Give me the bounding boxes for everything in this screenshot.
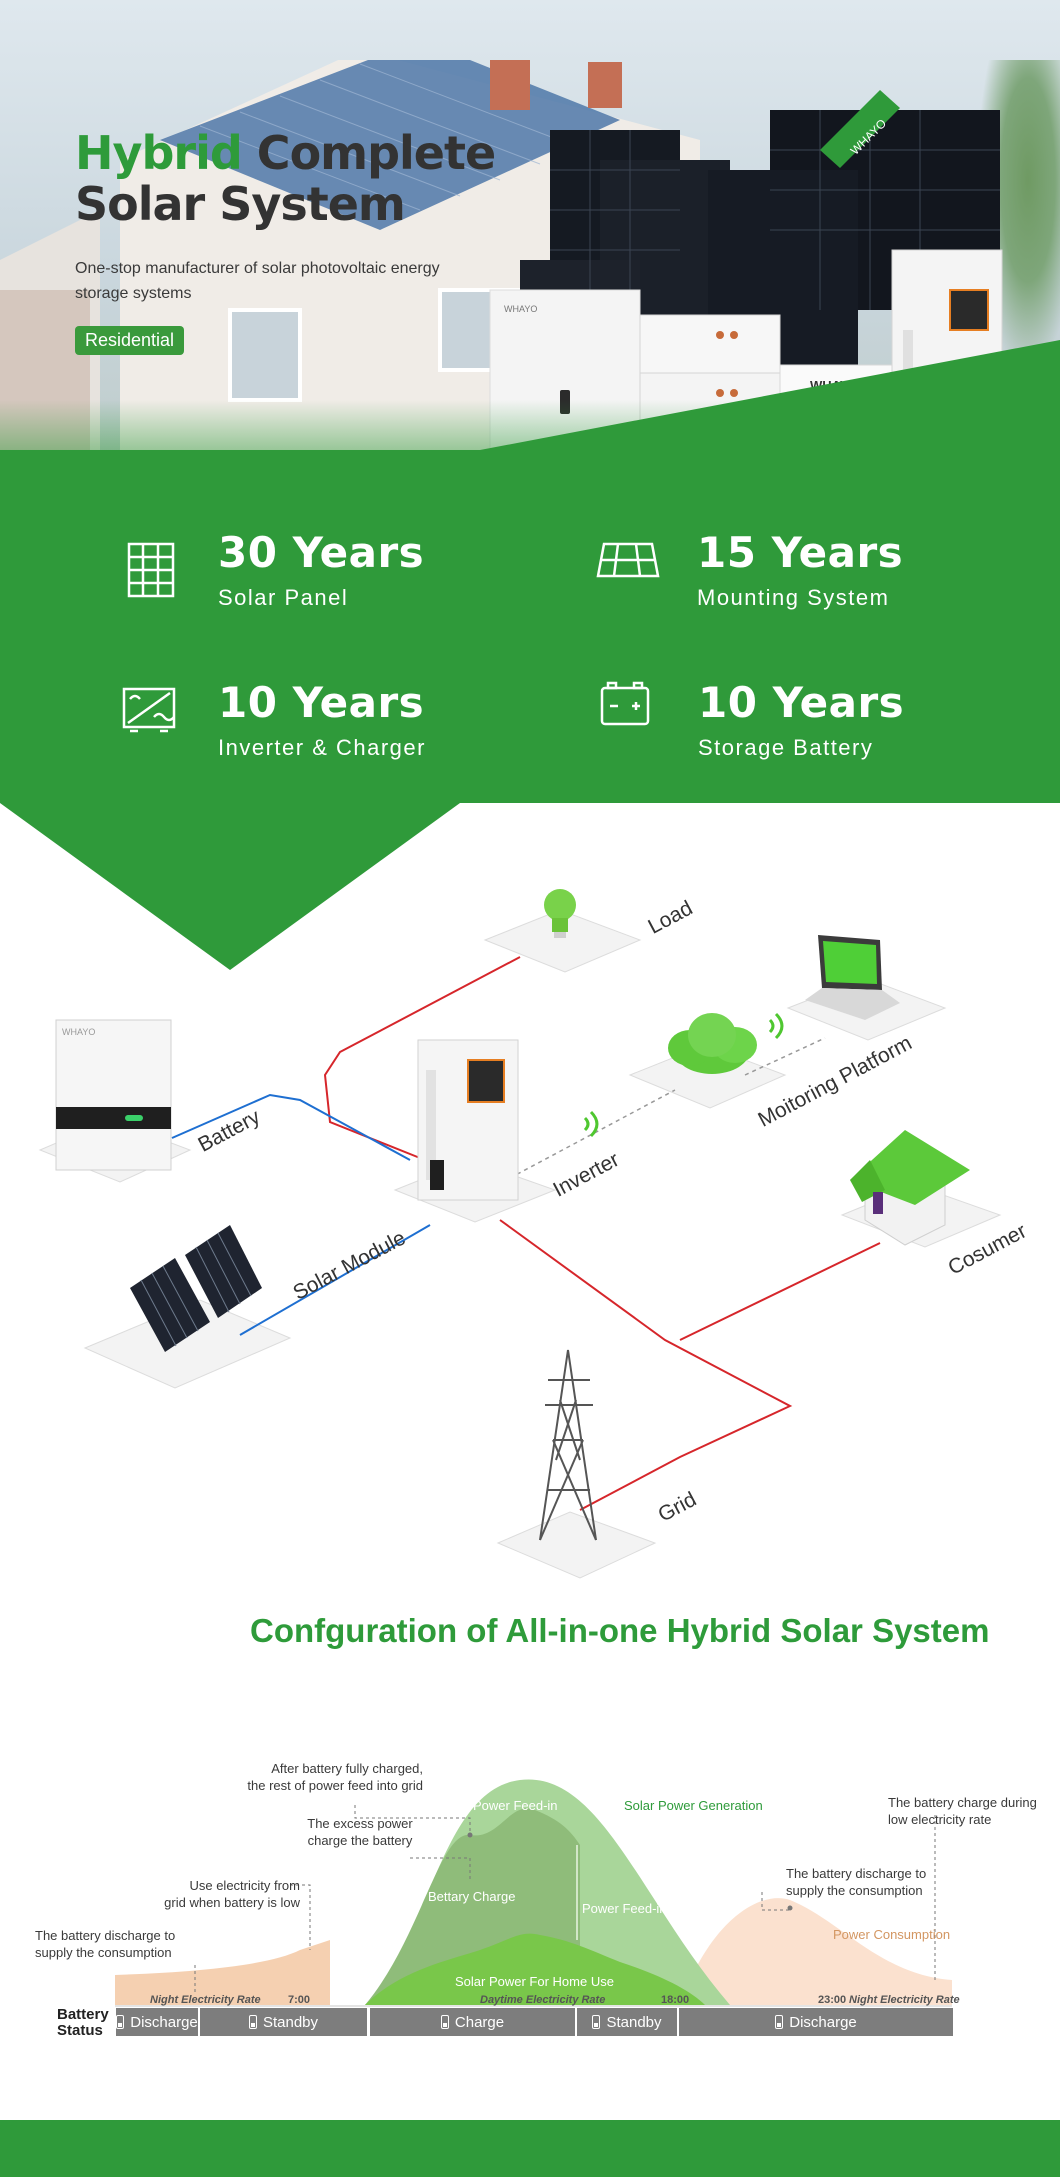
- hero-title-accent: Hybrid: [75, 126, 243, 180]
- energy-flow-chart: [115, 1779, 952, 2007]
- footer-band: [0, 2120, 1060, 2177]
- hero-section: Hybrid Complete Solar System One-stop ma…: [0, 0, 1060, 510]
- inverter-unit-image: [417, 1039, 519, 1201]
- label-time-700: 7:00: [288, 1994, 311, 2006]
- mounting-icon: [596, 542, 660, 578]
- status-text: Standby: [262, 2013, 319, 2031]
- chart-label-battery-charge: Bettary Charge: [428, 1889, 516, 1904]
- annotation-excess: The excess power charge the battery: [307, 1816, 413, 1848]
- stat-label: Mounting System: [697, 585, 890, 610]
- stat-label: Inverter & Charger: [218, 735, 426, 760]
- grid-tower-image: [539, 1349, 597, 1541]
- chart-label-feed-in-top: Power Feed-in: [473, 1798, 558, 1813]
- green-band-background: [0, 340, 1060, 970]
- annotation-pointers: [194, 1805, 936, 1995]
- label-time-2300: 23:00: [818, 1994, 847, 2006]
- stat-inverter-charger: 10 Years Inverter & Charger: [218, 678, 426, 761]
- hero-title: Hybrid Complete Solar System: [75, 126, 496, 231]
- solar-panel-icon: [127, 542, 175, 598]
- label-night-rate-right: Night Electricity Rate: [849, 1994, 960, 2006]
- label-night-rate-left: Night Electricity Rate: [150, 1994, 261, 2006]
- status-standby-right: Standby: [577, 2008, 677, 2036]
- consumer-house-image: [850, 1130, 970, 1246]
- load-bulb-icon: [544, 889, 576, 938]
- status-text: Discharge: [789, 2013, 857, 2031]
- consumption-area-right: [680, 1898, 952, 2005]
- battery-status-icon: [116, 2015, 125, 2029]
- stat-mounting-system: 15 Years Mounting System: [697, 528, 903, 611]
- annotation-discharge-right: The battery discharge to supply the cons…: [786, 1866, 927, 1898]
- consumption-area-left: [115, 1940, 330, 2005]
- status-text: Charge: [454, 2013, 505, 2031]
- status-text: Discharge: [130, 2013, 198, 2031]
- battery-status-icon: [440, 2015, 449, 2029]
- stat-label: Solar Panel: [218, 585, 349, 610]
- battery-icon: [600, 681, 650, 726]
- hero-title-line2: Solar System: [75, 176, 406, 231]
- wifi-icon: [583, 1012, 784, 1138]
- residential-badge: Residential: [75, 326, 185, 355]
- label-daytime-rate: Daytime Electricity Rate: [480, 1994, 606, 2006]
- stat-storage-battery: 10 Years Storage Battery: [698, 678, 904, 761]
- communication-lines: [509, 1037, 826, 1179]
- stat-number: 10 Years: [218, 678, 425, 727]
- inverter-icon: [122, 687, 176, 733]
- stat-number: 30 Years: [218, 528, 425, 577]
- battery-status-icon: [775, 2015, 784, 2029]
- battery-status-label: Battery Status: [57, 2006, 109, 2039]
- stat-label: Storage Battery: [698, 735, 874, 760]
- status-discharge-right: Discharge: [679, 2008, 953, 2036]
- battery-unit-image: WHAYO: [55, 1019, 172, 1171]
- annotation-low-rate: The battery charge during low electricit…: [888, 1795, 1037, 1827]
- stat-number: 10 Years: [698, 678, 905, 727]
- chart-label-home-use: Solar Power For Home Use: [455, 1974, 614, 1989]
- hero-title-rest: Complete: [241, 126, 496, 180]
- status-standby-left: Standby: [200, 2008, 367, 2036]
- battery-unit-brand: WHAYO: [62, 1027, 95, 1037]
- home-use-area: [365, 1933, 705, 2005]
- annotation-discharge-left: The battery discharge to supply the cons…: [35, 1928, 176, 1960]
- dc-power-lines: [171, 1093, 431, 1336]
- annotation-fully-charged: After battery fully charged, the rest of…: [247, 1761, 423, 1793]
- battery-status-icon: [592, 2015, 601, 2029]
- status-charge: Charge: [370, 2008, 575, 2036]
- wall-battery-brand: WHAYO: [504, 304, 537, 314]
- chart-label-power-consumption: Power Consumption: [833, 1927, 951, 1942]
- annotation-grid-low: Use electricity from grid when battery i…: [164, 1878, 300, 1910]
- status-discharge-left: Discharge: [116, 2008, 198, 2036]
- product-cluster-image: WHAYO WHAYO WHAYO: [489, 90, 1003, 501]
- laptop-icon: [805, 935, 900, 1020]
- label-time-1800: 18:00: [661, 1994, 690, 2006]
- config-title: Confguration of All-in-one Hybrid Solar …: [250, 1612, 990, 1649]
- chart-label-solar-generation: Solar Power Generation: [624, 1798, 763, 1813]
- status-text: Standby: [606, 2013, 662, 2031]
- stat-number: 15 Years: [697, 528, 904, 577]
- system-diagram: WHAYO: [38, 889, 1002, 1579]
- grid-power-lines: [323, 956, 881, 1511]
- stat-solar-panel: 30 Years Solar Panel: [218, 528, 424, 611]
- cloud-icon: [668, 1013, 757, 1074]
- battery-status-icon: [248, 2015, 257, 2029]
- chart-label-feed-in-right: Power Feed-in: [582, 1901, 667, 1916]
- hero-subtitle: One-stop manufacturer of solar photovolt…: [75, 260, 440, 302]
- solar-module-image: [130, 1225, 262, 1352]
